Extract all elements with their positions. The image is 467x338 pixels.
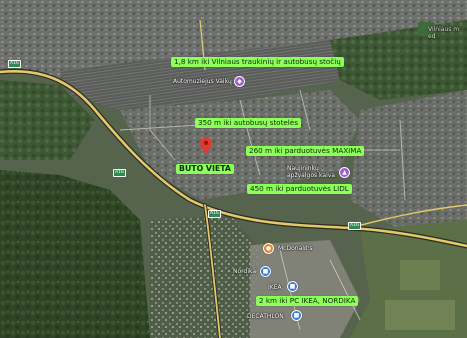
nordika-label: Nordika — [233, 268, 257, 275]
site-label[interactable]: BUTO VIETA — [176, 164, 234, 174]
maxima-distance-label[interactable]: 260 m iki parduotuvės MAXIMA — [246, 146, 365, 156]
road-shield: A16 — [113, 169, 126, 177]
mcdonalds-label: McDonald's — [278, 245, 313, 252]
mcdonalds-marker[interactable]: ● — [263, 243, 274, 254]
shopping-bag-icon: ■ — [293, 312, 300, 319]
site-location-pin-icon[interactable] — [200, 137, 212, 154]
museum-icon: ◆ — [237, 78, 242, 85]
road-shield: A16 — [208, 210, 221, 218]
train-station-distance-label[interactable]: 1,8 km iki Vilniaus traukinių ir autobus… — [171, 57, 344, 67]
lidl-distance-label[interactable]: 450 m iki parduotuvės LIDL — [247, 184, 352, 194]
automuseum-label: Automuziejus Vaikų — [173, 78, 232, 85]
bus-stop-distance-label[interactable]: 350 m iki autobusų stotelės — [195, 118, 301, 128]
observation-hill-marker[interactable]: ▲ — [339, 167, 350, 178]
area-label: Vilniaus m ed — [428, 26, 460, 40]
viewpoint-icon: ▲ — [342, 169, 347, 176]
decathlon-label: DECATHLON — [247, 313, 284, 320]
road-shield: A16 — [348, 222, 361, 230]
restaurant-icon: ● — [265, 245, 272, 252]
decathlon-marker[interactable]: ■ — [291, 310, 302, 321]
road-shield: A16 — [8, 60, 21, 68]
shopping-bag-icon: ■ — [262, 268, 269, 275]
ikea-distance-label[interactable]: 2 km iki PC IKEA, NORDIKA — [256, 296, 359, 306]
shopping-bag-icon: ■ — [289, 283, 296, 290]
observation-hill-label: Naujininkų apžvalgos kalva — [287, 165, 335, 179]
ikea-marker[interactable]: ■ — [287, 281, 298, 292]
ikea-label: IKEA — [268, 284, 282, 291]
nordika-marker[interactable]: ■ — [260, 266, 271, 277]
automuseum-marker[interactable]: ◆ — [234, 76, 245, 87]
